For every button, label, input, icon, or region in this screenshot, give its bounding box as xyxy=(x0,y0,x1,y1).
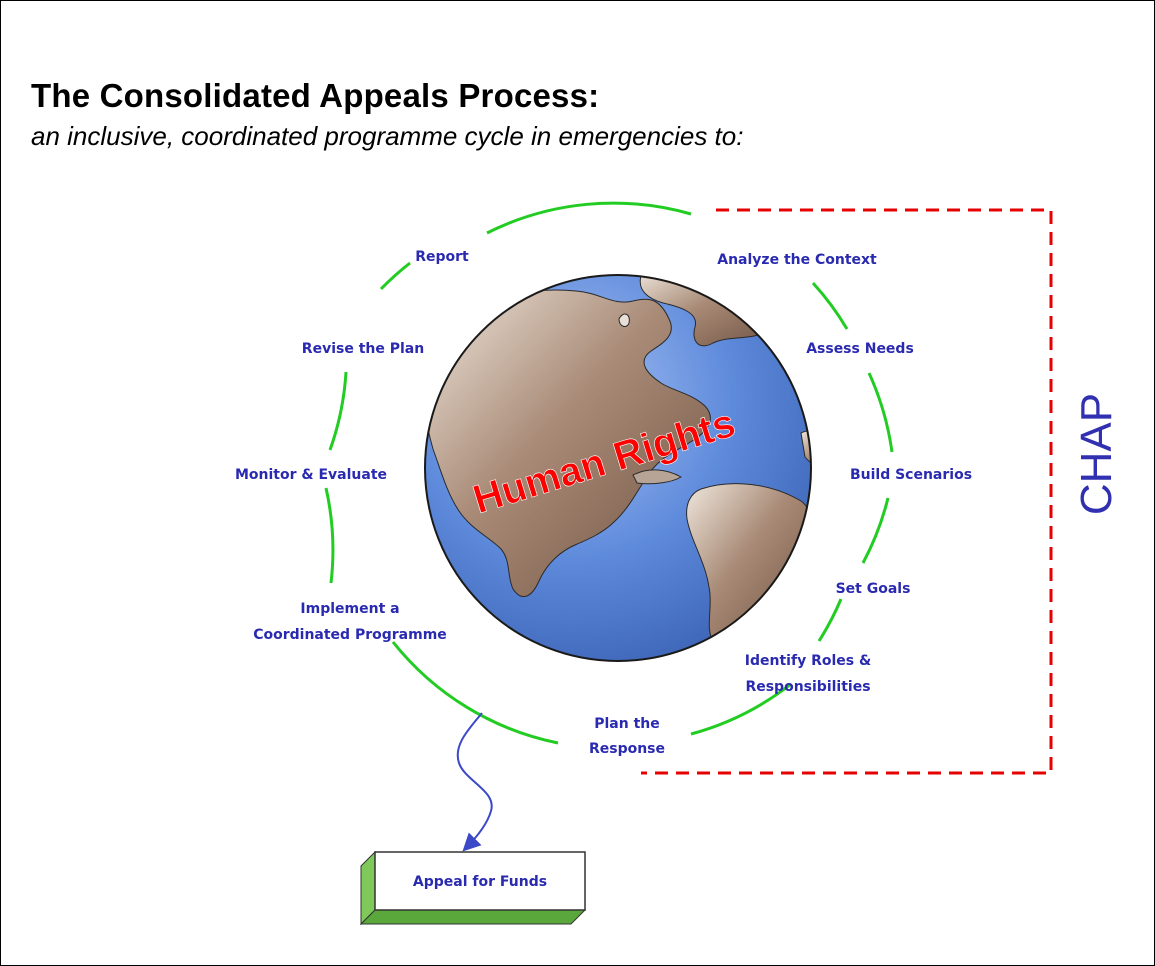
step-build-scenarios: Build Scenarios xyxy=(850,467,972,483)
step-identify-line2: Responsibilities xyxy=(745,679,870,695)
step-implement-line2: Coordinated Programme xyxy=(253,627,447,643)
step-plan-line1: Plan the xyxy=(594,716,660,732)
step-implement-line1: Implement a xyxy=(300,601,399,617)
page-title: The Consolidated Appeals Process: xyxy=(31,77,600,114)
appeal-label: Appeal for Funds xyxy=(413,874,547,890)
step-plan-line2: Response xyxy=(589,741,665,757)
step-report: Report xyxy=(415,249,469,265)
page-subtitle: an inclusive, coordinated programme cycl… xyxy=(31,121,744,151)
globe xyxy=(424,274,812,662)
iceland-land xyxy=(618,313,630,327)
chap-label: CHAP xyxy=(1072,393,1121,515)
step-analyze-context: Analyze the Context xyxy=(717,252,877,268)
caribbean-land xyxy=(632,469,682,485)
appeal-arrow xyxy=(456,712,493,852)
step-monitor-evaluate: Monitor & Evaluate xyxy=(235,467,387,483)
step-set-goals: Set Goals xyxy=(836,581,911,597)
step-assess-needs: Assess Needs xyxy=(806,341,914,357)
step-revise-plan: Revise the Plan xyxy=(302,341,424,357)
step-identify-line1: Identify Roles & xyxy=(745,653,871,669)
appeal-box: Appeal for Funds xyxy=(359,850,587,926)
cycle-ring xyxy=(324,201,894,745)
chap-bracket xyxy=(641,208,1053,775)
